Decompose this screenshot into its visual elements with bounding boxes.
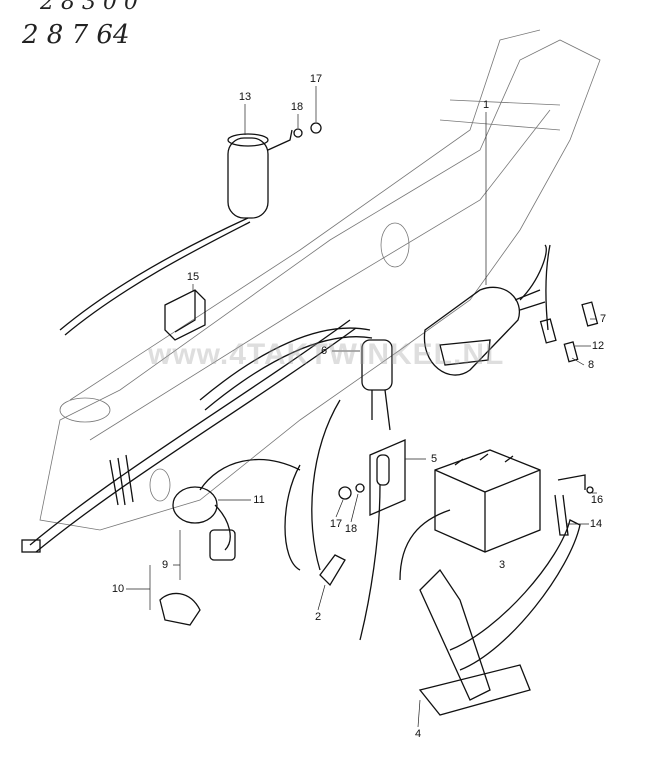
label-16: 16 <box>590 494 604 506</box>
frame-outline <box>39 29 601 531</box>
ignition-coil-1 <box>423 244 547 376</box>
label-11: 11 <box>253 494 265 506</box>
label-13: 13 <box>238 91 252 103</box>
label-10: 10 <box>111 583 125 595</box>
label-9: 9 <box>161 559 169 571</box>
label-12: 12 <box>591 340 605 352</box>
bracket-5 <box>338 439 406 641</box>
leader-lines <box>126 86 597 728</box>
label-17-lower: 17 <box>329 518 343 530</box>
label-14: 14 <box>589 518 603 530</box>
label-8: 8 <box>587 359 595 371</box>
label-17: 17 <box>309 73 323 85</box>
label-6: 6 <box>320 345 328 357</box>
label-1: 1 <box>482 99 490 111</box>
strap-14 <box>554 474 594 536</box>
label-18: 18 <box>290 101 304 113</box>
main-harness <box>21 319 357 553</box>
battery-band-4 <box>418 519 581 716</box>
condenser-13 <box>59 122 322 336</box>
plug-cap-2 <box>284 399 346 587</box>
handwritten-partial-number: 2 8 3 0 0 <box>40 0 138 15</box>
label-3: 3 <box>498 559 506 571</box>
ignition-switch-11 <box>159 458 301 626</box>
label-4: 4 <box>414 728 422 740</box>
label-18-lower: 18 <box>344 523 358 535</box>
fuse-parts <box>539 244 599 363</box>
label-2: 2 <box>314 611 322 623</box>
battery-3 <box>399 449 541 581</box>
label-15: 15 <box>186 271 200 283</box>
label-7: 7 <box>599 313 607 325</box>
label-5: 5 <box>430 453 438 465</box>
watermark: www.4TAKTWINKEL.NL <box>148 338 505 371</box>
regulator-6 <box>199 327 393 431</box>
handwritten-code: 2 8 7 64 <box>22 20 130 50</box>
bracket-15 <box>164 289 206 341</box>
